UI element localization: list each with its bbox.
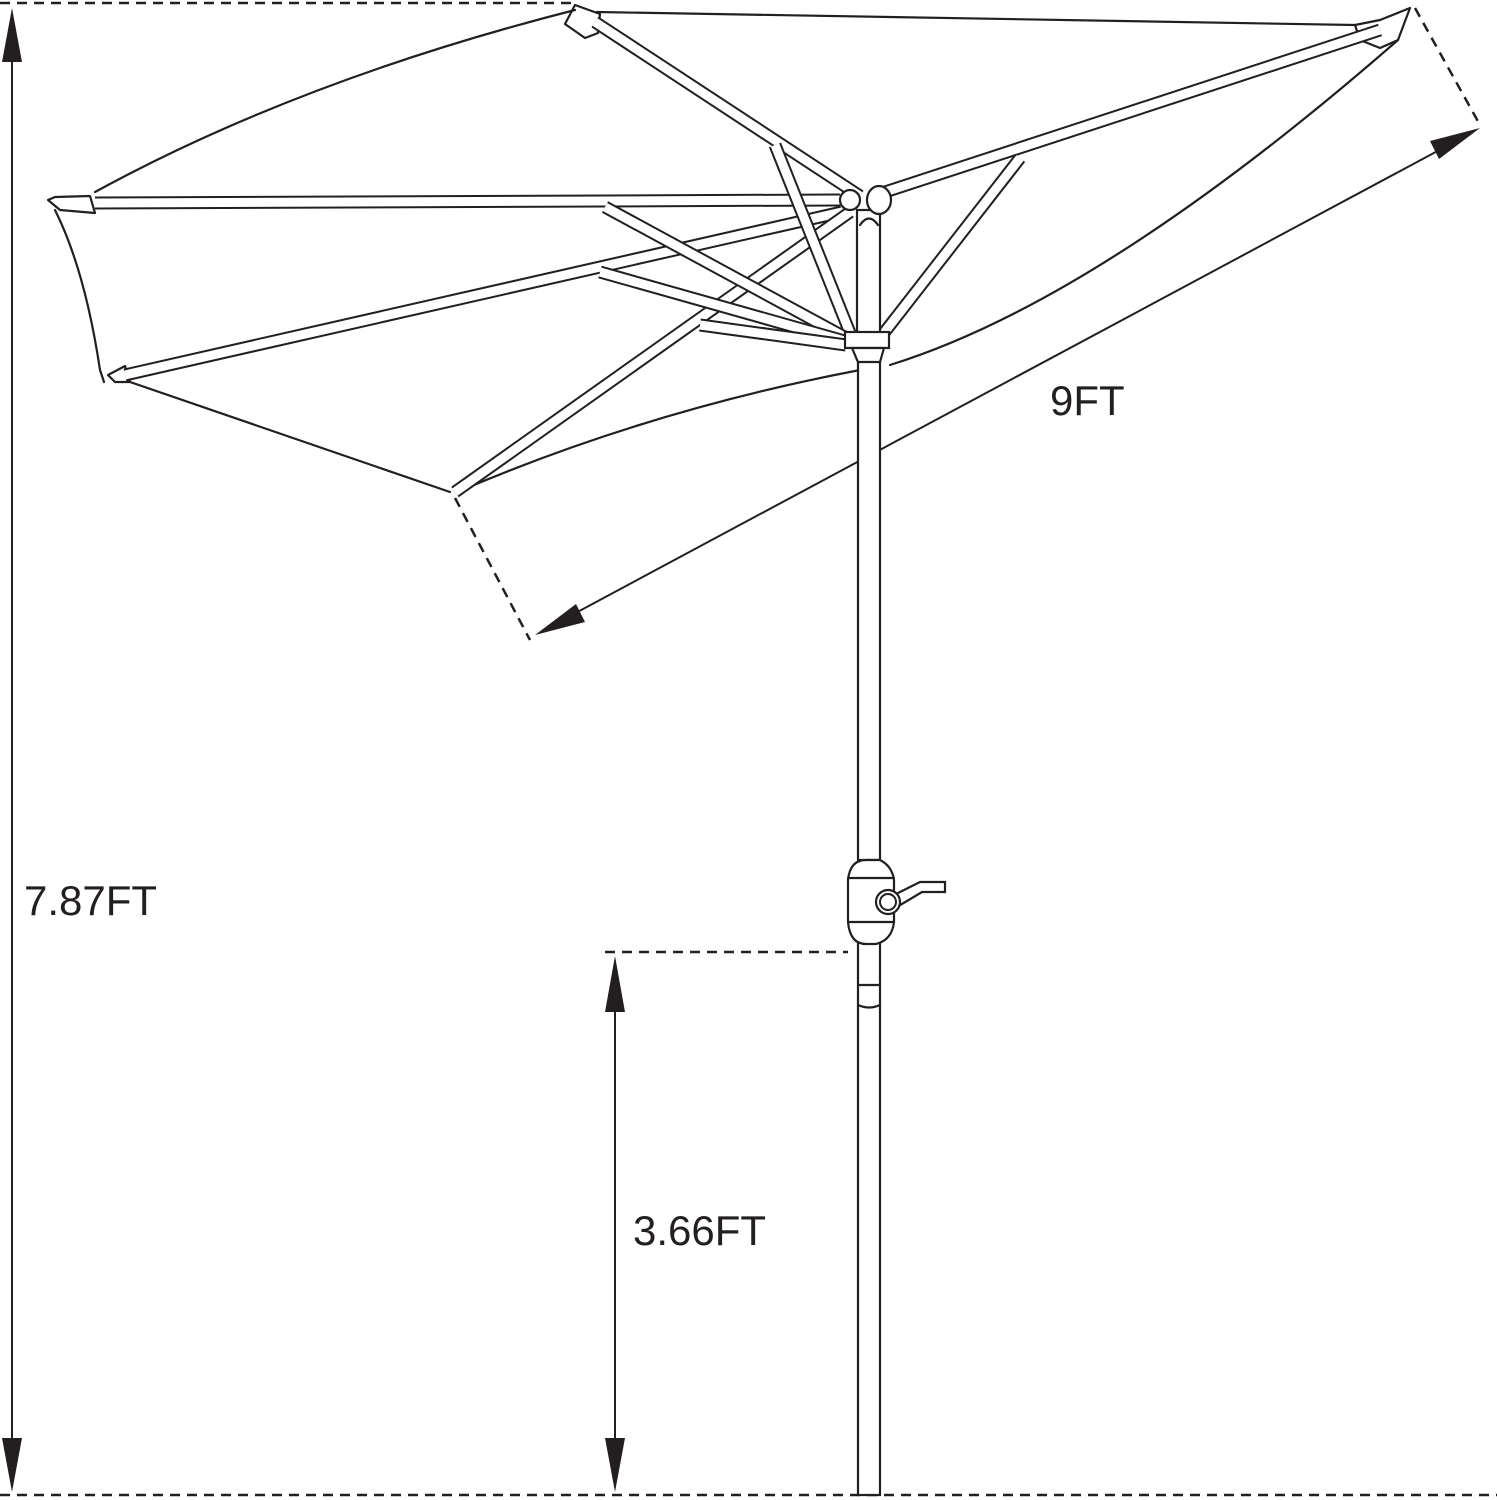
crank-height-arrow (605, 956, 625, 1492)
ribs (94, 16, 1383, 498)
canopy-width-label: 9FT (1050, 377, 1125, 424)
pole (855, 208, 882, 1497)
crank-handle (874, 880, 947, 916)
total-height-label: 7.87FT (24, 877, 158, 924)
top-hub (838, 184, 893, 227)
crank-housing (846, 858, 896, 946)
canopy-width-arrow (535, 128, 1480, 635)
runner (843, 330, 891, 364)
canopy-right-extension-line (1413, 7, 1482, 126)
total-height-arrow (2, 8, 22, 1492)
stretchers (598, 142, 1026, 352)
canopy-left-extension-line (453, 497, 532, 641)
canopy (46, 3, 1412, 494)
crank-height-label: 3.66FT (633, 1207, 767, 1254)
